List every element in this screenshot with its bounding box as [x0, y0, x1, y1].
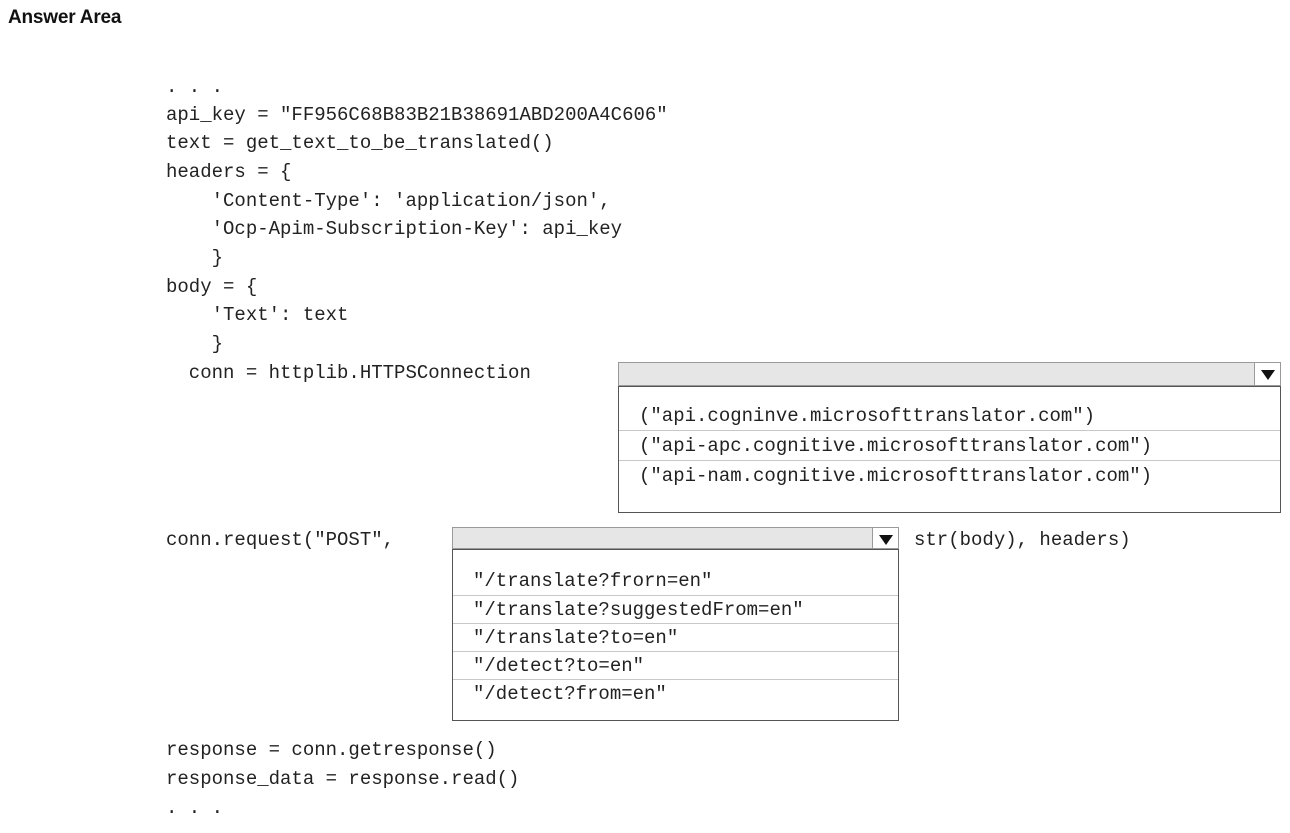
code-line: response_data = response.read()	[166, 768, 520, 790]
path-option[interactable]: "/translate?suggestedFrom=en"	[453, 596, 898, 624]
path-option[interactable]: "/detect?from=en"	[473, 683, 667, 705]
path-dropdown[interactable]	[452, 527, 899, 549]
code-line: headers = {	[166, 161, 292, 183]
path-options-list: "/translate?frorn=en" "/translate?sugges…	[452, 549, 899, 721]
host-option[interactable]: ("api-apc.cognitive.microsofttranslator.…	[619, 431, 1280, 461]
host-option[interactable]: ("api-nam.cognitive.microsofttranslator.…	[639, 465, 1153, 487]
code-line-request-suffix: str(body), headers)	[914, 529, 1131, 551]
host-dropdown[interactable]	[618, 362, 1281, 386]
code-line: . . .	[166, 797, 224, 819]
path-option[interactable]: "/detect?to=en"	[453, 652, 898, 680]
code-line: }	[166, 333, 224, 355]
code-line: . . .	[166, 76, 224, 98]
code-line: }	[166, 247, 224, 269]
code-line: 'Ocp-Apim-Subscription-Key': api_key	[166, 218, 623, 240]
host-option[interactable]: ("api.cogninve.microsofttranslator.com")	[619, 401, 1280, 431]
code-line: response = conn.getresponse()	[166, 739, 497, 761]
code-line-request-prefix: conn.request("POST",	[166, 529, 395, 551]
answer-area-title: Answer Area	[8, 7, 122, 28]
code-line: text = get_text_to_be_translated()	[166, 132, 554, 154]
code-line: 'Text': text	[166, 304, 349, 326]
chevron-down-icon[interactable]	[1254, 363, 1280, 385]
code-line: 'Content-Type': 'application/json',	[166, 190, 611, 212]
path-option[interactable]: "/translate?frorn=en"	[453, 566, 898, 596]
code-line: api_key = "FF956C68B83B21B38691ABD200A4C…	[166, 104, 668, 126]
path-option[interactable]: "/translate?to=en"	[453, 624, 898, 652]
chevron-down-icon[interactable]	[872, 528, 898, 548]
code-line: body = {	[166, 276, 258, 298]
code-line-connection: conn = httplib.HTTPSConnection	[166, 362, 531, 384]
host-options-list: ("api.cogninve.microsofttranslator.com")…	[618, 386, 1281, 513]
